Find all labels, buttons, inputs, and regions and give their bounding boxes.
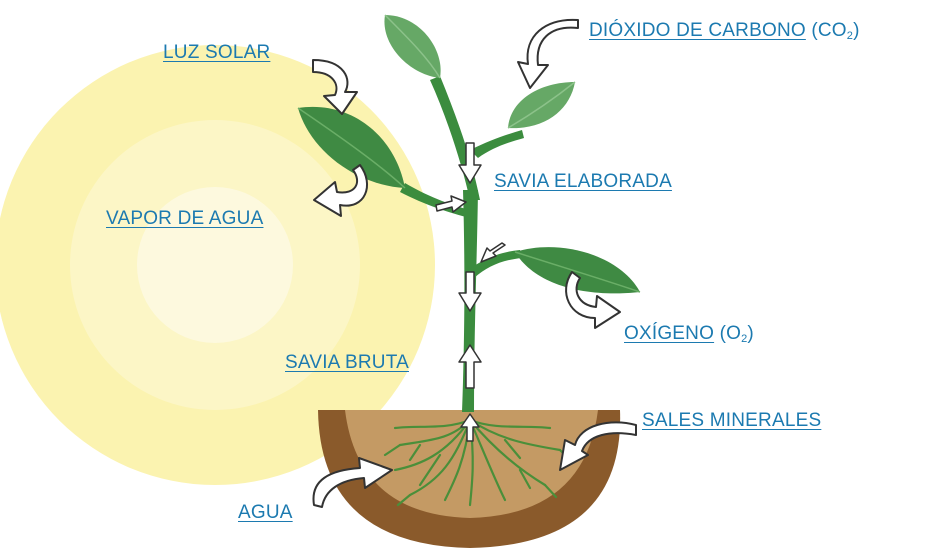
o2-open: (O xyxy=(720,323,742,344)
label-luz-solar[interactable]: LUZ SOLAR xyxy=(163,42,270,64)
label-oxigeno[interactable]: OXÍGENO (O2) xyxy=(624,323,754,345)
co2-formula: (CO2) xyxy=(811,20,859,41)
label-vapor-agua[interactable]: VAPOR DE AGUA xyxy=(106,208,263,230)
savia-elaborada-text[interactable]: SAVIA ELABORADA xyxy=(494,171,672,192)
arrow-up-icon xyxy=(459,345,481,388)
vapor-agua-text[interactable]: VAPOR DE AGUA xyxy=(106,208,263,229)
leaf-upper-right xyxy=(508,82,575,128)
sales-minerales-text[interactable]: SALES MINERALES xyxy=(642,410,821,431)
co2-close: ) xyxy=(853,20,860,41)
savia-bruta-text[interactable]: SAVIA BRUTA xyxy=(285,352,409,373)
dioxido-carbono-text[interactable]: DIÓXIDO DE CARBONO xyxy=(589,20,806,41)
leaf-top xyxy=(384,15,440,78)
luz-solar-text[interactable]: LUZ SOLAR xyxy=(163,42,270,63)
label-agua[interactable]: AGUA xyxy=(238,502,293,524)
arrow-down-icon xyxy=(459,272,481,311)
label-savia-bruta[interactable]: SAVIA BRUTA xyxy=(285,352,409,374)
label-dioxido-carbono[interactable]: DIÓXIDO DE CARBONO (CO2) xyxy=(589,20,860,42)
label-savia-elaborada[interactable]: SAVIA ELABORADA xyxy=(494,171,672,193)
o2-close: ) xyxy=(747,323,754,344)
co2-open: (CO xyxy=(811,20,846,41)
label-sales-minerales[interactable]: SALES MINERALES xyxy=(642,410,821,432)
agua-text[interactable]: AGUA xyxy=(238,502,293,523)
o2-formula: (O2) xyxy=(720,323,754,344)
oxigeno-text[interactable]: OXÍGENO xyxy=(624,323,714,344)
curved-arrow-co2-icon xyxy=(518,20,578,88)
